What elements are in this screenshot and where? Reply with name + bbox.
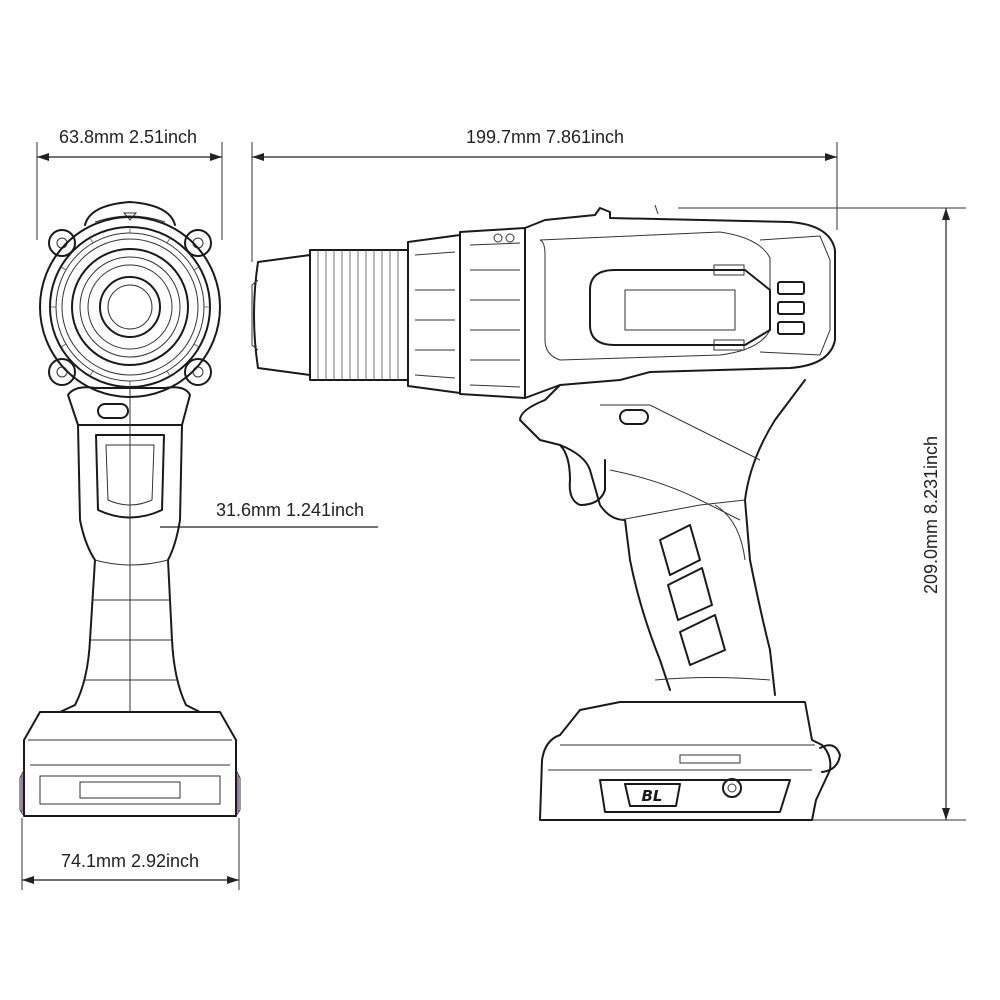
- dimension-height: 209.0mm 8.231inch: [678, 207, 966, 821]
- dimension-grip-width: 31.6mm 1.241inch: [160, 500, 378, 528]
- dimension-front-width: 63.8mm 2.51inch: [36, 127, 223, 240]
- length-label: 199.7mm 7.861inch: [466, 127, 624, 147]
- base-width-label: 74.1mm 2.92inch: [61, 851, 199, 871]
- drill-front-view: [19, 201, 241, 817]
- grip-width-label: 31.6mm 1.241inch: [216, 500, 364, 520]
- bl-badge-text: BL: [642, 787, 663, 805]
- front-width-label: 63.8mm 2.51inch: [59, 127, 197, 147]
- drill-side-view: BL: [251, 204, 841, 821]
- dimension-length: 199.7mm 7.861inch: [251, 127, 838, 262]
- height-label: 209.0mm 8.231inch: [921, 436, 941, 594]
- dimension-base-width: 74.1mm 2.92inch: [21, 818, 240, 890]
